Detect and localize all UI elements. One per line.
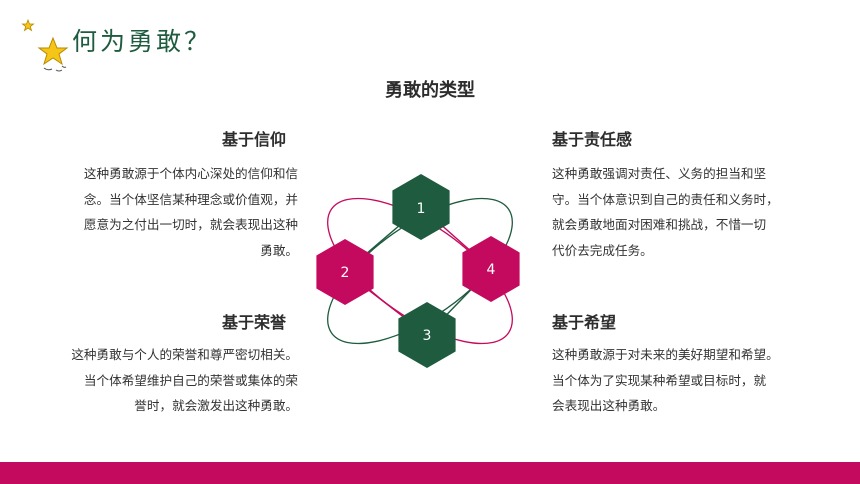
bottom-bar (0, 462, 860, 484)
text-line: 这种勇敢强调对责任、义务的担当和坚 (552, 166, 767, 181)
honor-text: 这种勇敢与个人的荣誉和尊严密切相关。 当个体希望维护自己的荣誉或集体的荣 誉时，… (20, 342, 298, 419)
node-4: 4 (462, 236, 520, 302)
faith-text: 这种勇敢源于个体内心深处的信仰和信 念。当个体坚信某种理念或价值观，并 愿意为之… (30, 161, 298, 263)
text-line: 守。当个体意识到自己的责任和义务时， (552, 191, 779, 207)
node-label: 2 (341, 265, 350, 281)
page-title: 何为勇敢？ (72, 27, 213, 56)
honor-heading: 基于荣誉 (222, 313, 287, 332)
text-line: 会表现出这种勇敢。 (552, 398, 666, 413)
text-line: 这种勇敢与个人的荣誉和尊严密切相关。 (71, 347, 298, 362)
hexagon (462, 236, 520, 302)
duty-text: 这种勇敢强调对责任、义务的担当和坚 守。当个体意识到自己的责任和义务时， 就会勇… (552, 161, 812, 263)
node-2: 2 (316, 239, 374, 305)
text-line: 这种勇敢源于个体内心深处的信仰和信 (83, 166, 298, 181)
text-line: 当个体为了实现某种希望或目标时，就 (552, 372, 767, 388)
text-line: 当个体希望维护自己的荣誉或集体的荣 (83, 372, 298, 388)
orbit-green (327, 197, 513, 345)
text-line: 愿意为之付出一切时，就会表现出这种 (83, 217, 298, 232)
node-label: 3 (423, 328, 432, 344)
text-line: 念。当个体坚信某种理念或价值观，并 (83, 191, 298, 207)
node-label: 1 (417, 201, 426, 217)
hope-text: 这种勇敢源于对未来的美好期望和希望。 当个体为了实现某种希望或目标时，就 会表现… (552, 342, 812, 419)
faith-heading: 基于信仰 (222, 130, 287, 149)
hope-heading: 基于希望 (552, 313, 617, 332)
text-line: 这种勇敢源于对未来的美好期望和希望。 (552, 347, 779, 362)
text-line: 誉时，就会激发出这种勇敢。 (134, 398, 298, 413)
hexagon (316, 239, 374, 305)
hexagon (392, 174, 450, 240)
text-line: 代价去完成任务。 (552, 242, 653, 258)
star-icon (21, 18, 69, 72)
text-line: 勇敢。 (260, 242, 298, 258)
text-line: 就会勇敢地面对困难和挑战，不惜一切 (552, 217, 767, 232)
node-3: 3 (398, 302, 456, 368)
node-1: 1 (392, 174, 450, 240)
bravery-types-diagram: 1 2 3 4 (316, 174, 520, 368)
hexagon (398, 302, 456, 368)
duty-heading: 基于责任感 (552, 130, 633, 149)
section-title: 勇敢的类型 (385, 80, 475, 101)
node-label: 4 (487, 262, 496, 278)
